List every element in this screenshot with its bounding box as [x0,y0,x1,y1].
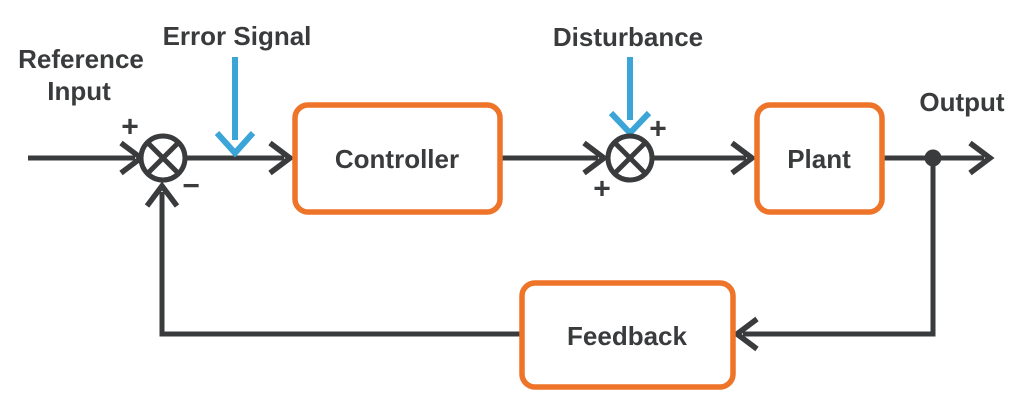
reference-input-label-line2: Input [47,76,111,106]
into-error-junction-arrowhead-icon [144,181,180,208]
feedback-block-label: Feedback [567,321,687,351]
annotation-labels: Reference Input Error Signal Disturbance… [18,21,1005,117]
summing-junction-disturbance: + + [593,113,667,206]
summing-junction-error: + − [121,111,200,203]
disturbance-label: Disturbance [553,22,703,52]
to-controller-arrowhead-icon [268,140,295,176]
feedback-branch-wire [743,158,936,337]
plant-block: Plant [754,102,885,215]
disturbance-junction-x-icon [612,140,648,176]
feedback-return-wire [159,192,522,337]
to-plant-arrowhead-icon [730,140,757,176]
plant-block-label: Plant [787,144,851,174]
error-junction-minus-sign: − [182,170,200,203]
to-disturbance-junction-arrowhead-icon [582,140,609,176]
output-label: Output [919,87,1005,117]
disturbance-junction-plus-bottom-sign: + [593,173,611,206]
disturbance-junction-plus-top-sign: + [649,113,667,146]
error-junction-x-icon [145,140,181,176]
feedback-block-box [519,280,736,390]
disturbance-pointer-arrowhead-icon [608,110,652,138]
error-signal-pointer-arrowhead-icon [214,130,256,158]
plant-block-box [754,102,885,215]
reference-input-label-line1: Reference [18,44,144,74]
wires [28,57,995,352]
into-feedback-arrowhead-icon [732,316,759,352]
controller-block-label: Controller [335,144,459,174]
error-junction-plus-sign: + [121,111,139,144]
controller-block: Controller [292,102,503,215]
controller-block-box [292,102,503,215]
feedback-block: Feedback [519,280,736,390]
output-arrowhead-icon [968,140,995,176]
error-signal-label: Error Signal [163,21,312,51]
